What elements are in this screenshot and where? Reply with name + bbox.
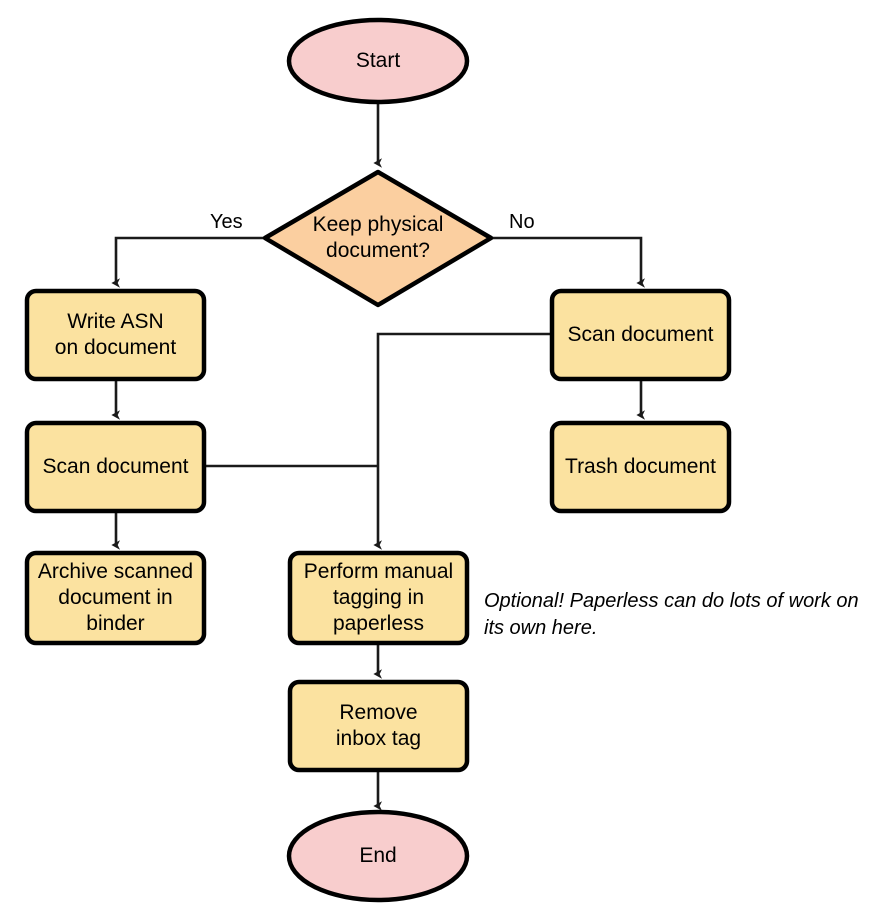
node-scan-right-shape[interactable] <box>549 288 732 382</box>
annotation-optional-note: Optional! Paperless can do lots of work … <box>484 590 859 639</box>
node-write-asn-shape[interactable] <box>24 288 207 382</box>
node-layer <box>24 17 732 903</box>
edge-scan-right-to-manual-tagging <box>373 332 552 550</box>
node-scan-left-shape[interactable] <box>24 420 207 514</box>
node-end-shape[interactable] <box>286 809 470 903</box>
node-archive-binder-shape[interactable] <box>24 550 207 646</box>
edge-decision-no-to-scan-right <box>491 236 645 288</box>
node-manual-tagging-shape[interactable] <box>287 550 470 646</box>
node-trash-shape[interactable] <box>549 420 732 514</box>
edge-label-yes: Yes <box>210 211 243 233</box>
node-remove-inbox-tag-shape[interactable] <box>287 679 470 773</box>
edge-decision-yes-to-write-asn <box>111 236 265 288</box>
node-keep-physical-shape[interactable] <box>262 169 494 308</box>
edge-label-no: No <box>509 211 535 233</box>
node-start-shape[interactable] <box>286 17 470 105</box>
connector-layer <box>111 101 645 811</box>
